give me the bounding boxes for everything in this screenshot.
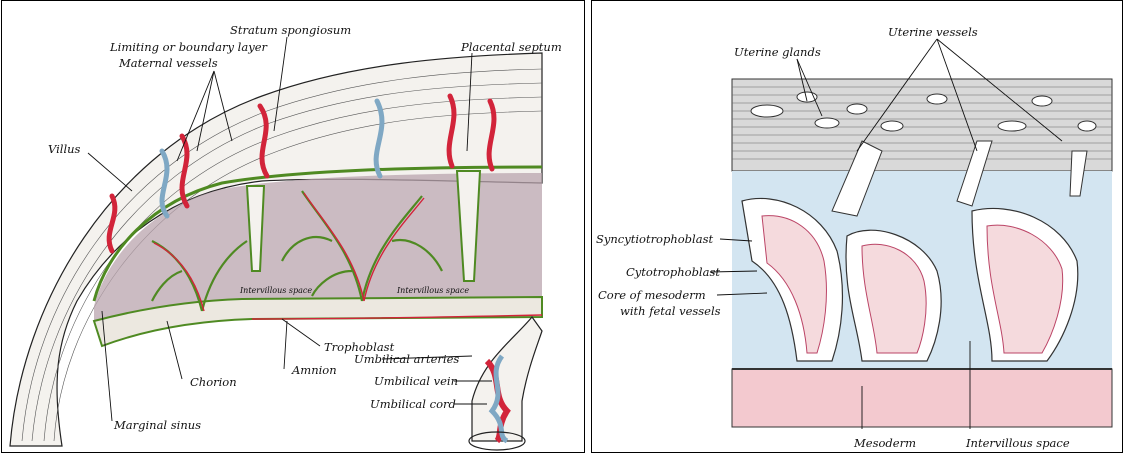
intervillous-detail-panel: Uterine vessels Uterine glands Syncytiot… [591,0,1123,453]
label-limiting-boundary-layer: Limiting or boundary layer [109,40,268,54]
label-mesoderm: Mesoderm [853,436,916,450]
label-stratum-spongiosum: Stratum spongiosum [230,23,351,37]
umbilical-cord [469,317,542,450]
label-umbilical-vein: Umbilical vein [374,374,458,388]
placenta-section-panel: Stratum spongiosum Limiting or boundary … [1,0,585,453]
label-cytotrophoblast: Cytotrophoblast [626,265,720,279]
label-intervillous-space-2: Intervillous space [396,286,469,295]
uterine-decidua [732,79,1112,171]
mesoderm-layer [732,369,1112,427]
label-core-of-mesoderm: Core of mesoderm [598,288,706,302]
label-marginal-sinus: Marginal sinus [113,418,201,432]
label-umbilical-arteries: Umbilical arteries [354,352,459,366]
label-villus: Villus [48,142,81,156]
label-with-fetal-vessels: with fetal vessels [620,304,721,318]
villi-detail-illustration: Uterine vessels Uterine glands Syncytiot… [592,1,1123,453]
label-maternal-vessels: Maternal vessels [118,56,218,70]
label-placental-septum: Placental septum [460,40,562,54]
label-uterine-glands: Uterine glands [734,45,821,59]
label-intervillous-space: Intervillous space [965,436,1070,450]
label-chorion: Chorion [190,375,237,389]
label-umbilical-cord: Umbilical cord [370,397,456,411]
label-syncytiotrophoblast: Syncytiotrophoblast [596,232,713,246]
placenta-section-illustration: Stratum spongiosum Limiting or boundary … [2,1,585,453]
label-uterine-vessels: Uterine vessels [888,25,978,39]
label-intervillous-space-1: Intervillous space [239,286,312,295]
label-amnion: Amnion [291,363,337,377]
